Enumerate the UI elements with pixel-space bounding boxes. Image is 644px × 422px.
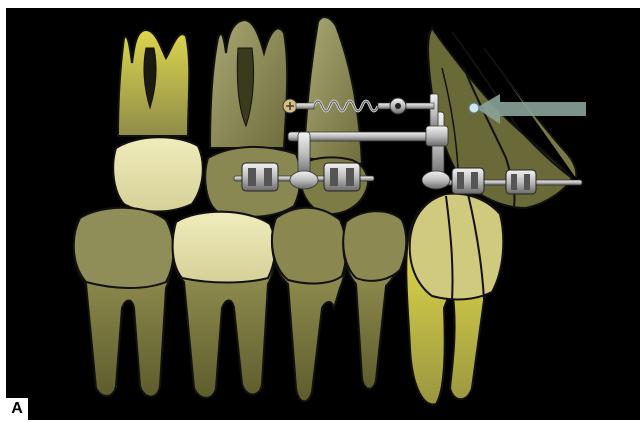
lower-incisors (406, 194, 503, 405)
lower-canine (343, 211, 406, 389)
figure-frame: A (6, 8, 640, 420)
upper-first-molar (113, 30, 203, 212)
bracket-3 (452, 168, 484, 194)
bracket-2 (324, 163, 360, 191)
bracket-4 (506, 170, 536, 194)
panel-label: A (6, 398, 28, 420)
dental-diagram (6, 8, 640, 420)
lower-first-molar (74, 208, 174, 397)
coil-spring (283, 98, 434, 114)
lower-second-premolar (173, 212, 275, 398)
lower-first-premolar (272, 208, 346, 402)
bracket-1 (242, 163, 278, 191)
